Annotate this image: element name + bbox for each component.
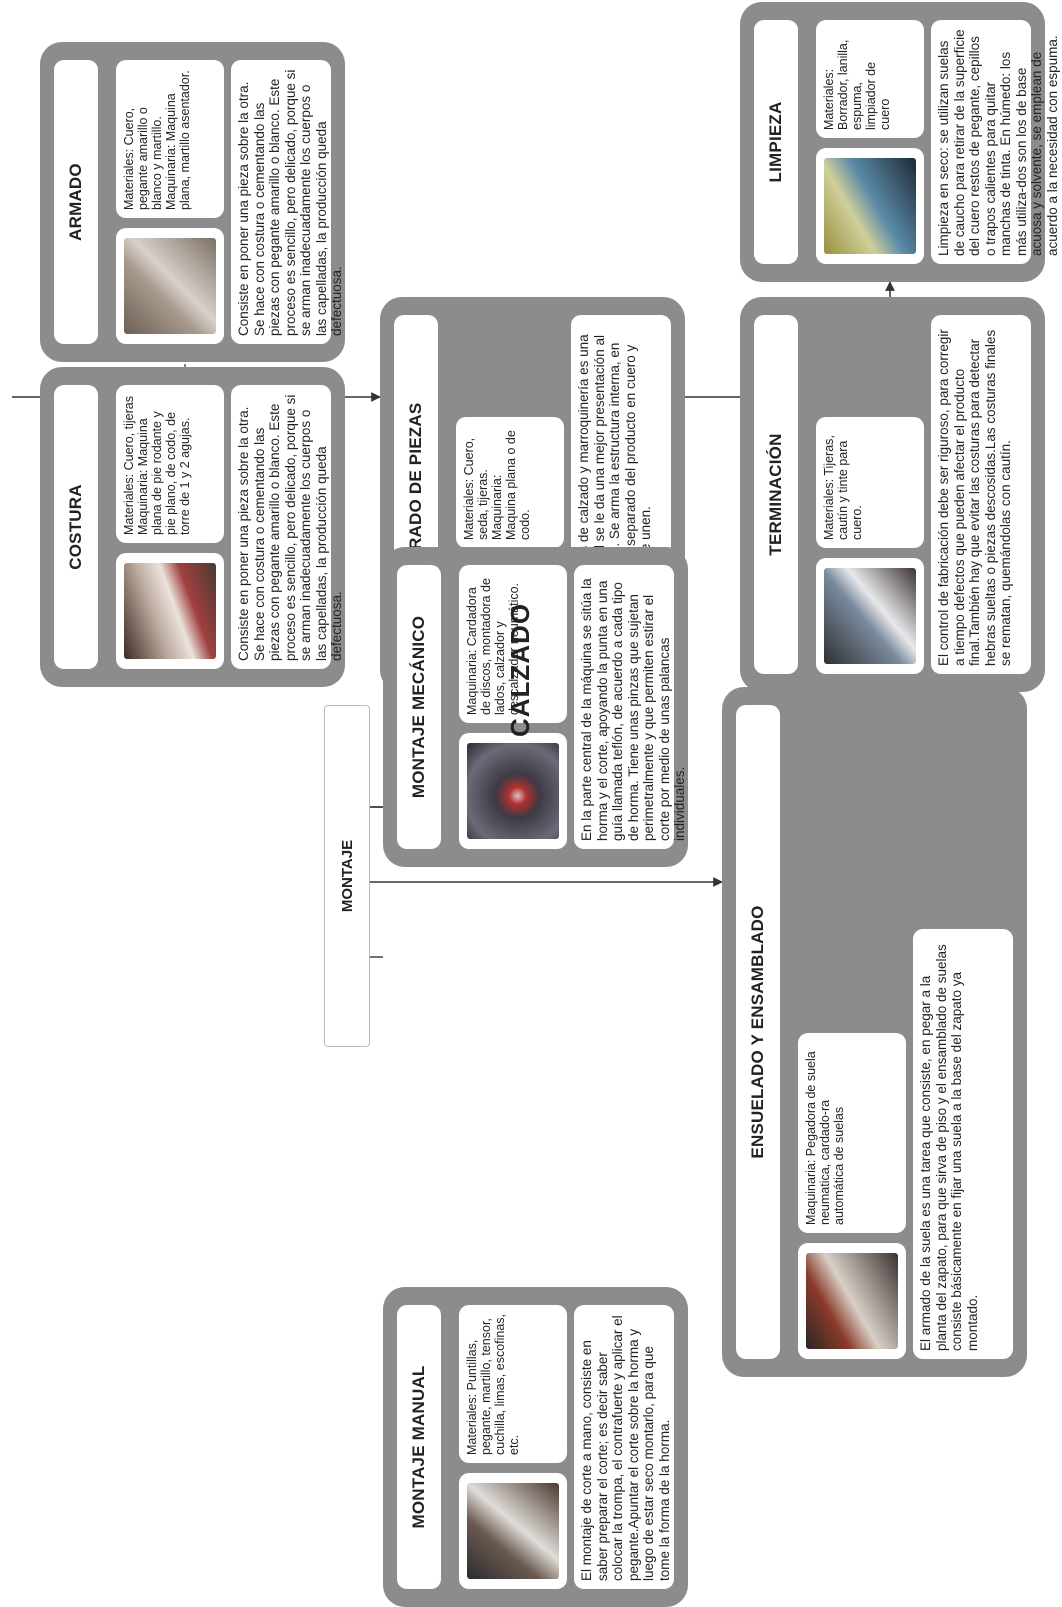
description-terminacion: El control de fabricación debe ser rigur… — [931, 315, 1031, 674]
photo-montaje-manual — [459, 1473, 567, 1589]
card-title: ENSUELADO Y ENSAMBLADO — [736, 705, 780, 1359]
center-title: CALZADO — [505, 602, 535, 737]
photo-ensuelado — [798, 1243, 906, 1359]
description-costura: Consiste en poner una pieza sobre la otr… — [231, 385, 344, 669]
card-title: LIMPIEZA — [754, 20, 798, 264]
card-montaje-manual: MONTAJE MANUAL Materiales: Puntillas, pe… — [383, 1287, 688, 1607]
card-limpieza: LIMPIEZA Materiales: Borrador, lanilla, … — [740, 2, 1060, 282]
card-title: TERMINACIÓN — [754, 315, 798, 674]
hands-glue-photo-icon — [124, 238, 216, 334]
description-montaje-mecanico: En la parte central de la máquina se sit… — [574, 565, 687, 849]
description-limpieza: Limpieza en seco: se utilizan suelas de … — [931, 20, 1060, 264]
description-armado: Consiste en poner una pieza sobre la otr… — [231, 60, 344, 344]
photo-costura — [116, 553, 224, 669]
sole-press-photo-icon — [806, 1253, 898, 1349]
materials-forrado: Materiales: Cuero, seda, tijeras. Maquin… — [456, 417, 564, 548]
materials-ensuelado: Maquinaria: Pegadora de suela neumatica,… — [798, 1033, 906, 1233]
description-montaje-manual: El montaje de corte a mano, consiste en … — [574, 1305, 674, 1589]
card-costura: COSTURA Materiales: Cuero, tijeras Maqui… — [40, 367, 345, 687]
photo-montaje-mecanico — [459, 733, 567, 849]
photo-limpieza — [816, 148, 924, 264]
materials-armado: Materiales: Cuero, pegante amarillo o bl… — [116, 60, 224, 218]
card-terminacion: TERMINACIÓN Materiales: Tijeras, cautín … — [740, 297, 1045, 692]
description-ensuelado: El armado de la suela es una tarea que c… — [913, 929, 1013, 1359]
hand-lasting-photo-icon — [467, 1483, 559, 1579]
card-title: MONTAJE MECÁNICO — [397, 565, 441, 849]
card-ensuelado: ENSUELADO Y ENSAMBLADO Maquinaria: Pegad… — [722, 687, 1027, 1377]
materials-limpieza: Materiales: Borrador, lanilla, espuma, l… — [816, 20, 924, 138]
finished-shoe-photo-icon — [824, 568, 916, 664]
photo-armado — [116, 228, 224, 344]
card-title: COSTURA — [54, 385, 98, 669]
cleaning-foam-photo-icon — [824, 158, 916, 254]
materials-costura: Materiales: Cuero, tijeras Maquinaria: M… — [116, 385, 224, 543]
photo-terminacion — [816, 558, 924, 674]
card-armado: ARMADO Materiales: Cuero, pegante amaril… — [40, 42, 345, 362]
materials-montaje-manual: Materiales: Puntillas, pegante, martillo… — [459, 1305, 567, 1463]
materials-terminacion: Materiales: Tijeras, cautín y tinte para… — [816, 417, 924, 548]
card-title: MONTAJE MANUAL — [397, 1305, 441, 1589]
sewing-machine-photo-icon — [124, 563, 216, 659]
hub-montaje: MONTAJE — [324, 705, 370, 1047]
card-title: ARMADO — [54, 60, 98, 344]
lasting-machine-photo-icon — [467, 743, 559, 839]
